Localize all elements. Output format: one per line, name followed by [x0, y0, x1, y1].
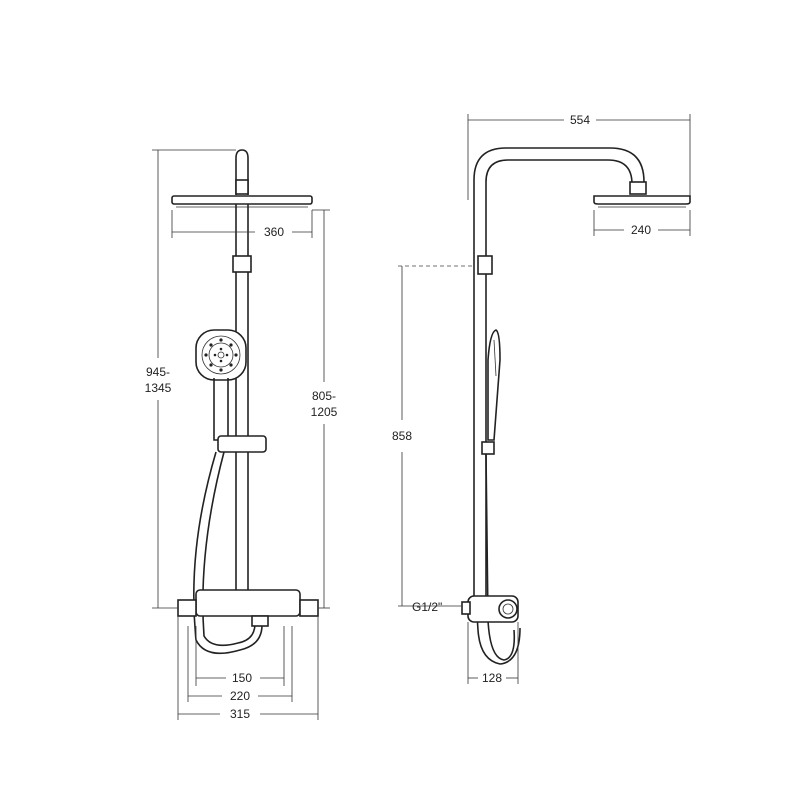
dim-150-label: 150 — [232, 671, 252, 685]
side-arm-outer — [473, 147, 645, 258]
side-slider — [481, 441, 495, 455]
inlet-thread-label: G1/2" — [412, 600, 442, 614]
dim-945-label-1: 945- — [146, 365, 170, 379]
front-head-connector — [235, 179, 249, 195]
front-shower-head — [171, 195, 313, 205]
front-bar-right-handle — [299, 599, 319, 617]
side-head-connector — [629, 181, 647, 195]
hand-shower-spray-ring — [208, 342, 234, 368]
dim-220-label: 220 — [230, 689, 250, 703]
front-slider — [217, 435, 267, 453]
front-outlet-nut — [251, 615, 269, 627]
dim-554-label: 554 — [570, 113, 590, 127]
side-mixer-knob-inner — [502, 603, 514, 615]
side-view: 554 240 858 G1/2" 128 — [392, 113, 691, 685]
dim-945-label-2: 1345 — [145, 381, 172, 395]
dim-128-label: 128 — [482, 671, 502, 685]
hand-shower-spray-face — [201, 335, 241, 375]
side-hand-shower-face — [493, 339, 497, 377]
side-shower-head — [593, 195, 691, 205]
side-arm-inner — [485, 159, 633, 258]
front-bar-left-handle — [177, 599, 197, 617]
hand-shower-nozzles — [204, 338, 238, 372]
front-riser-clamp — [232, 255, 252, 273]
front-thermostatic-bar — [195, 589, 301, 617]
front-head-arm — [235, 149, 249, 195]
front-view: 360 945- 1345 805- 1205 150 220 315 — [145, 149, 338, 721]
dim-360-label: 360 — [264, 225, 284, 239]
hand-shower-center — [217, 351, 225, 359]
hand-shower-head — [195, 329, 247, 381]
dim-805-label-2: 1205 — [311, 405, 338, 419]
hand-shower-handle — [213, 378, 229, 441]
side-mixer-knob — [498, 599, 518, 619]
side-hand-shower — [487, 329, 501, 441]
side-riser-clamp — [477, 255, 493, 275]
front-hose-outer — [193, 451, 263, 655]
dim-240-label: 240 — [631, 223, 651, 237]
side-inlet-fitting — [461, 601, 471, 615]
front-hose-inner — [202, 451, 256, 647]
side-hose — [485, 453, 516, 661]
dim-805-label-1: 805- — [312, 389, 336, 403]
dim-858-label: 858 — [392, 429, 412, 443]
dim-315-label: 315 — [230, 707, 250, 721]
